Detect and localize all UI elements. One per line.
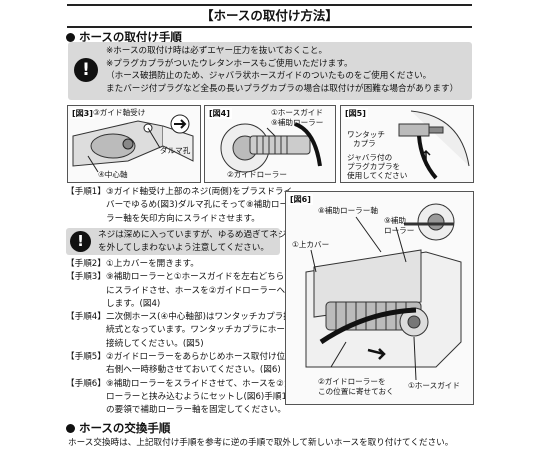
callout-guide-roller-position-1: ②ガイドローラーを	[318, 377, 386, 386]
notice-line: を外してしまわないよう注意してください。	[98, 242, 269, 253]
figure-6: [図6] ⑧補助ローラー軸 ⑨補助 ローラー ①上カバー ②ガイドローラーを こ…	[285, 191, 474, 405]
figure-5: [図5] ワンタッチ カプラ ジャバラ付の プラグカプラを 使用してください	[340, 105, 474, 183]
step-line: にスライドさせ、ホースを②ガイドローラーへ 通	[66, 285, 310, 298]
step-line: ローラーと挟み込むようにセットし(図6)手順1の逆	[66, 391, 310, 404]
step-line: 【手順1】③ガイド軸受け上部のネジ(両側)をプラスドライ	[66, 186, 292, 199]
step-text: 右側へ一時移動させておいてください。(図6)	[106, 365, 281, 376]
step-text: ラー軸を矢印方向にスライドさせます。	[106, 213, 260, 224]
notice-text: ネジは深めに入っていますが、ゆるめ過ぎてネジ を外してしまわないよう注意してくだ…	[98, 229, 286, 254]
figure-4-drawing	[220, 122, 322, 173]
callout-coupler: カプラ	[353, 139, 376, 148]
step-label: 【手順4】	[66, 312, 106, 323]
callout-aux-roller: ⑨補助ローラー	[271, 118, 324, 127]
steps-part-b: 【手順2】①上カバーを開きます。 【手順3】⑨補助ローラーと①ホースガイドを左右…	[66, 258, 310, 418]
step-line: 【手順2】①上カバーを開きます。	[66, 258, 310, 271]
notice-line: ※ホースの取付け時は必ずエヤー圧力を抜いておくこと。	[106, 46, 328, 56]
warning-icon: !	[70, 231, 91, 252]
notice-line: ネジは深めに入っていますが、ゆるめ過ぎてネジ	[98, 230, 287, 240]
step-text: ①上カバーを開きます。	[106, 259, 199, 269]
callout-aux-roller-1: ⑨補助	[384, 216, 406, 225]
notice-box-air-pressure: ! ※ホースの取付け時は必ずエヤー圧力を抜いておくこと。 ※プラグカプラがついた…	[68, 42, 472, 100]
bullet-icon	[66, 33, 75, 42]
callout-guide-roller: ②ガイドローラー	[227, 170, 287, 179]
section-heading-text: ホースの取付け手順	[79, 30, 182, 44]
notice-line: またバージ付プラグなど全長の長いプラグカプラの場合は取付けが困難な場合があります…	[106, 83, 459, 94]
figure-4: [図4] ①ホースガイド ⑨補助ローラー ②ガイドローラー	[204, 105, 336, 183]
step-label: 【手順2】	[66, 259, 106, 269]
notice-box-screw: ! ネジは深めに入っていますが、ゆるめ過ぎてネジ を外してしまわないよう注意して…	[66, 228, 286, 255]
figure-3: [図3] ③ガイド軸受け ダルマ孔 ④中心軸	[67, 105, 201, 183]
step-text: 二次側ホース(④中心軸部)はワンタッチカプラ接	[106, 312, 292, 323]
step-text: します。(図4)	[106, 298, 161, 309]
figure-5-drawing	[398, 110, 470, 180]
callout-guide-roller-position-2: この位置に寄せておく	[318, 387, 394, 396]
section-heading-text: ホースの交換手順	[79, 421, 171, 435]
step-line: 続式となっています。ワンタッチカプラにホースを	[66, 324, 310, 337]
callout-jabara-3: 使用してください	[347, 171, 408, 180]
callout-daruma-hole: ダルマ孔	[160, 146, 191, 155]
step-text: ⑨補助ローラーと①ホースガイドを左右どちらか	[106, 272, 293, 283]
step-text: の要領で補助ローラー軸を固定してください。	[106, 405, 286, 416]
step-line: 【手順5】②ガイドローラーをあらかじめホース取付け位置の	[66, 351, 310, 364]
step-line: 【手順4】二次側ホース(④中心軸部)はワンタッチカプラ接	[66, 311, 310, 324]
page-title: 【ホースの取付け方法】	[67, 4, 472, 28]
step-line: 【手順6】⑨補助ローラーをスライドさせて、ホースを②ガイド	[66, 378, 310, 391]
callout-upper-cover: ①上カバー	[292, 240, 330, 249]
step-text: 続式となっています。ワンタッチカプラにホースを	[106, 325, 302, 336]
notice-line: （ホース破損防止のため、ジャバラ状ホースガイドのついたものをご使用ください。	[106, 71, 432, 82]
step-label: 【手順3】	[66, 272, 106, 283]
warning-icon: !	[74, 58, 98, 82]
section-heading-install: ホースの取付け手順	[66, 29, 182, 45]
step-label: 【手順5】	[66, 352, 106, 363]
steps-part-a: 【手順1】③ガイド軸受け上部のネジ(両側)をプラスドライ バーでゆるめ(図3)ダ…	[66, 186, 292, 226]
figure-5-label: [図5]	[343, 108, 368, 119]
figure-6-label: [図6]	[288, 194, 313, 205]
callout-jabara-1: ジャバラ付の	[347, 153, 393, 162]
step-text: 接続してください。(図5)	[106, 338, 204, 349]
step-text: ②ガイドローラーをあらかじめホース取付け位置の	[106, 352, 303, 363]
step-text: ③ガイド軸受け上部のネジ(両側)をプラスドライ	[106, 187, 293, 197]
step-line: ラー軸を矢印方向にスライドさせます。	[66, 213, 292, 226]
step-line: 【手順3】⑨補助ローラーと①ホースガイドを左右どちらか	[66, 271, 310, 284]
callout-one-touch: ワンタッチ	[347, 130, 385, 139]
step-label: 【手順1】	[66, 187, 106, 197]
bullet-icon	[66, 424, 75, 433]
step-line: 接続してください。(図5)	[66, 338, 310, 351]
step-text: ローラーと挟み込むようにセットし(図6)手順1の逆	[106, 391, 305, 402]
callout-guide-bearing: ③ガイド軸受け	[93, 108, 146, 117]
callout-hose-guide: ①ホースガイド	[271, 108, 323, 117]
step-text: ⑨補助ローラーをスライドさせて、ホースを②ガイド	[106, 378, 310, 389]
step-line: します。(図4)	[66, 298, 310, 311]
step-text: バーでゆるめ(図3)ダルマ孔にそって⑧補助ロー	[106, 200, 289, 211]
callout-hose-guide: ①ホースガイド	[408, 381, 460, 390]
figure-6-drawing	[305, 203, 462, 381]
notice-line: ※プラグカプラがついたウレタンホースもご使用いただけます。	[106, 58, 353, 69]
section-heading-replace: ホースの交換手順	[66, 420, 170, 436]
notice-text: ※ホースの取付け時は必ずエヤー圧力を抜いておくこと。 ※プラグカプラがついたウレ…	[106, 45, 458, 95]
figure-3-label: [図3]	[70, 108, 95, 119]
step-line: バーでゆるめ(図3)ダルマ孔にそって⑧補助ロー	[66, 199, 292, 212]
figure-3-drawing	[72, 114, 194, 173]
callout-aux-roller-2: ローラー	[384, 226, 415, 235]
step-line: 右側へ一時移動させておいてください。(図6)	[66, 364, 310, 377]
step-line: の要領で補助ローラー軸を固定してください。	[66, 404, 310, 417]
figure-4-label: [図4]	[207, 108, 232, 119]
replace-instructions: ホース交換時は、上記取付け手順を参考に逆の手順で取外して新しいホースを取り付けて…	[68, 438, 454, 448]
callout-center-shaft: ④中心軸	[98, 170, 128, 179]
callout-aux-roller-shaft: ⑧補助ローラー軸	[318, 206, 378, 215]
step-text: にスライドさせ、ホースを②ガイドローラーへ 通	[106, 285, 297, 296]
step-label: 【手順6】	[66, 378, 106, 389]
callout-jabara-2: プラグカプラを	[347, 162, 401, 171]
